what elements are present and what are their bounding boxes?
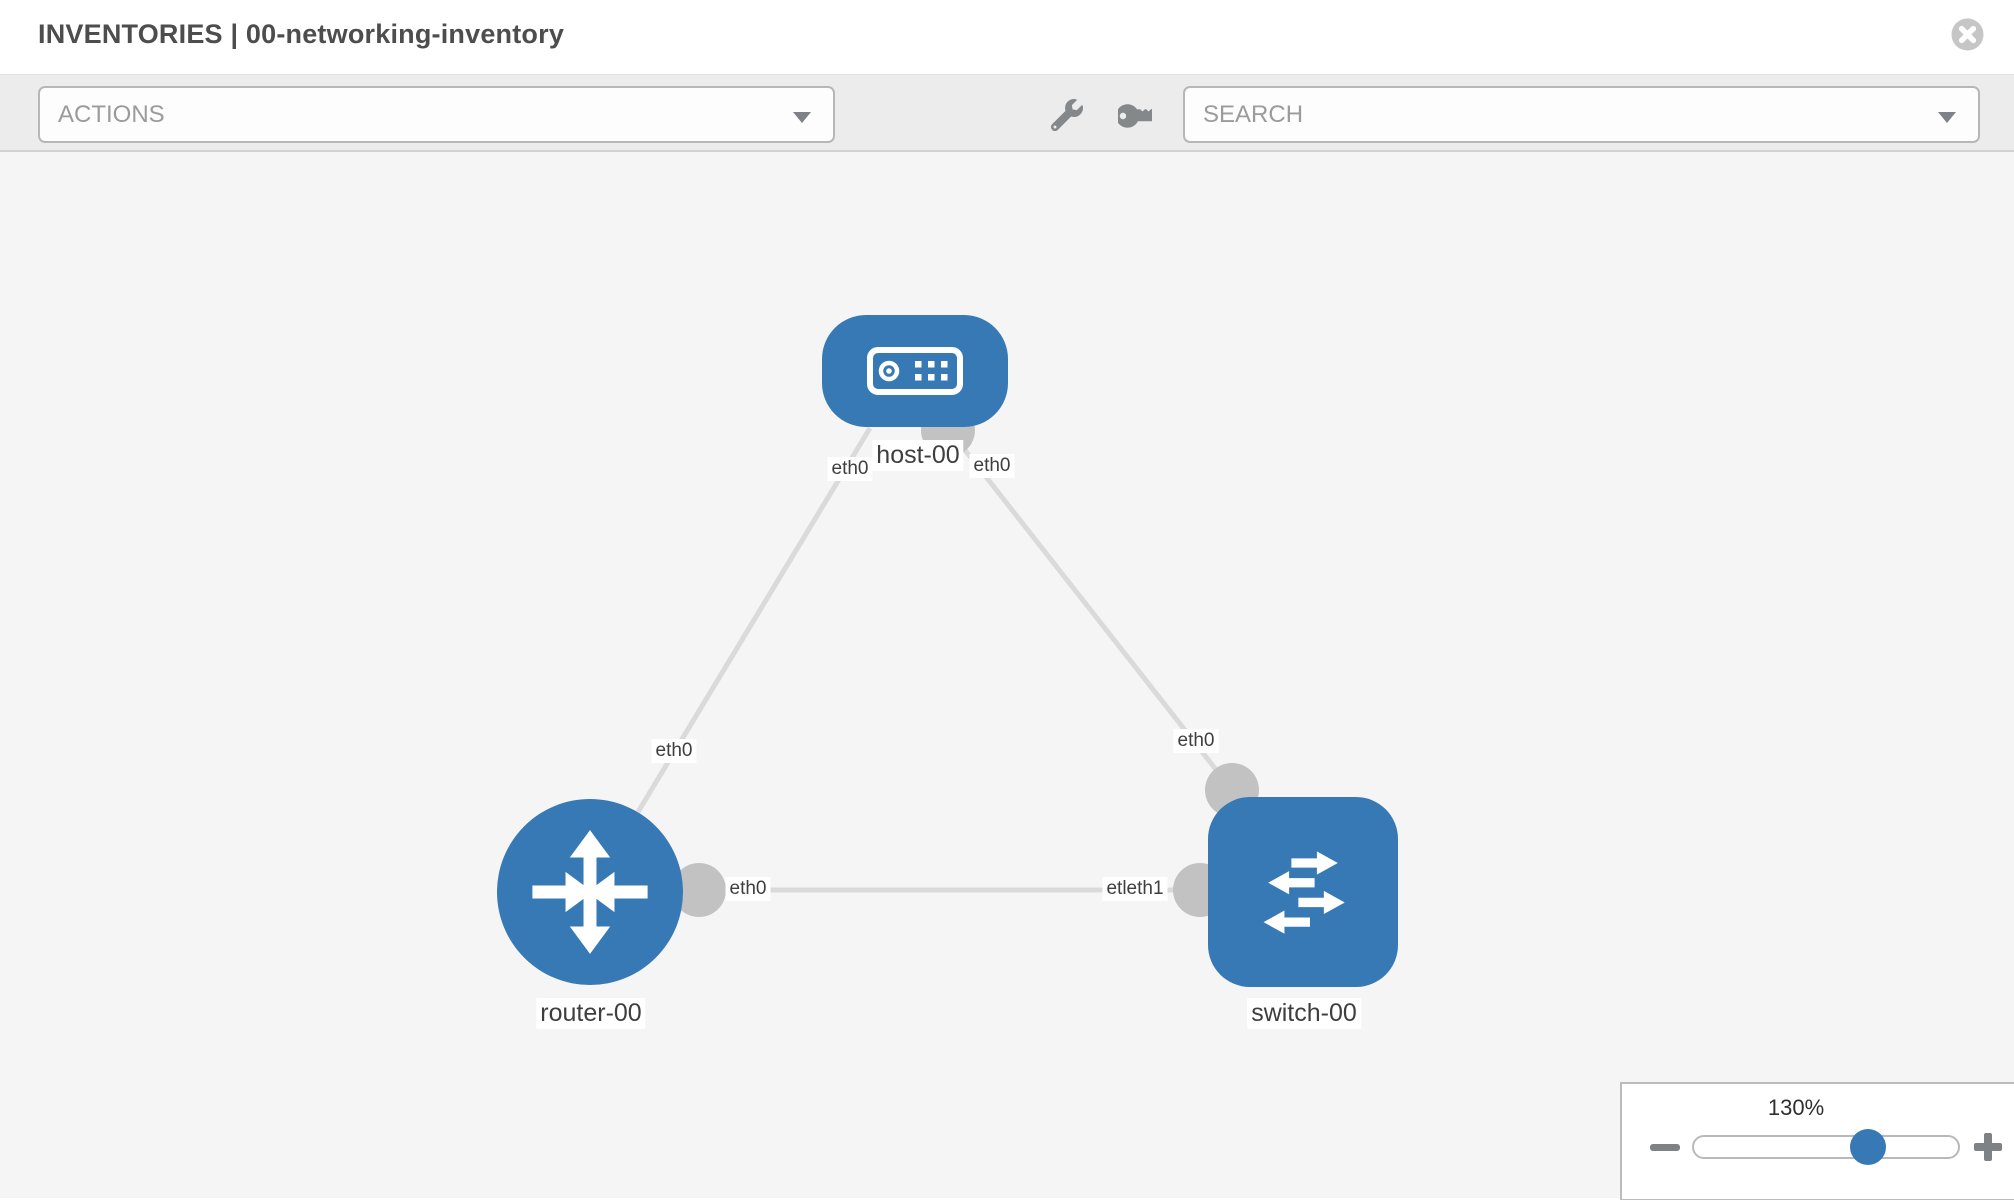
switch-icon: [1263, 851, 1345, 934]
node-host[interactable]: [822, 315, 1008, 427]
node-label-host[interactable]: host-00: [872, 440, 964, 471]
connector-router-eth0[interactable]: [672, 863, 726, 917]
close-button[interactable]: [1951, 18, 1984, 51]
zoom-slider-thumb[interactable]: [1850, 1129, 1886, 1165]
topology-graph: [497, 315, 1398, 987]
node-router[interactable]: [497, 799, 683, 985]
topology-canvas[interactable]: host-00 router-00 switch-00 eth0 eth0 et…: [0, 152, 2014, 1200]
zoom-in-button[interactable]: [1972, 1131, 2004, 1163]
router-icon: [532, 830, 648, 954]
port-label-router-eth0-up: eth0: [651, 739, 697, 763]
port-label-host-eth0-left: eth0: [827, 457, 873, 481]
zoom-out-button[interactable]: [1649, 1131, 1681, 1163]
chevron-down-icon: [793, 112, 811, 123]
key-button[interactable]: [1115, 99, 1159, 136]
node-label-router[interactable]: router-00: [536, 998, 646, 1029]
page-header: INVENTORIES | 00-networking-inventory: [0, 0, 2014, 75]
port-label-switch-eth1-mid: etleth1: [1102, 877, 1168, 901]
port-label-router-eth0-mid: eth0: [725, 877, 771, 901]
port-label-host-eth0-right: eth0: [969, 454, 1015, 478]
zoom-level: 130%: [1767, 1095, 1825, 1120]
port-label-switch-eth0-up: eth0: [1173, 729, 1219, 753]
wrench-button[interactable]: [1048, 99, 1086, 133]
host-icon: [867, 347, 963, 395]
search-input[interactable]: [1203, 100, 1928, 129]
actions-dropdown-label: ACTIONS: [58, 100, 165, 128]
toolbar: ACTIONS: [0, 75, 2014, 152]
node-switch[interactable]: [1208, 797, 1398, 987]
close-icon: [1951, 18, 1984, 54]
actions-dropdown[interactable]: ACTIONS: [38, 86, 835, 143]
zoom-slider[interactable]: [1692, 1129, 1960, 1165]
key-icon: [1115, 104, 1159, 136]
page-title: INVENTORIES | 00-networking-inventory: [38, 19, 565, 49]
wrench-icon: [1050, 99, 1083, 134]
chevron-down-icon: [1938, 112, 1956, 123]
minus-icon: [1650, 1144, 1680, 1151]
zoom-panel: 130%: [1620, 1082, 2014, 1200]
node-label-switch[interactable]: switch-00: [1247, 998, 1361, 1029]
search-dropdown[interactable]: [1183, 86, 1980, 143]
